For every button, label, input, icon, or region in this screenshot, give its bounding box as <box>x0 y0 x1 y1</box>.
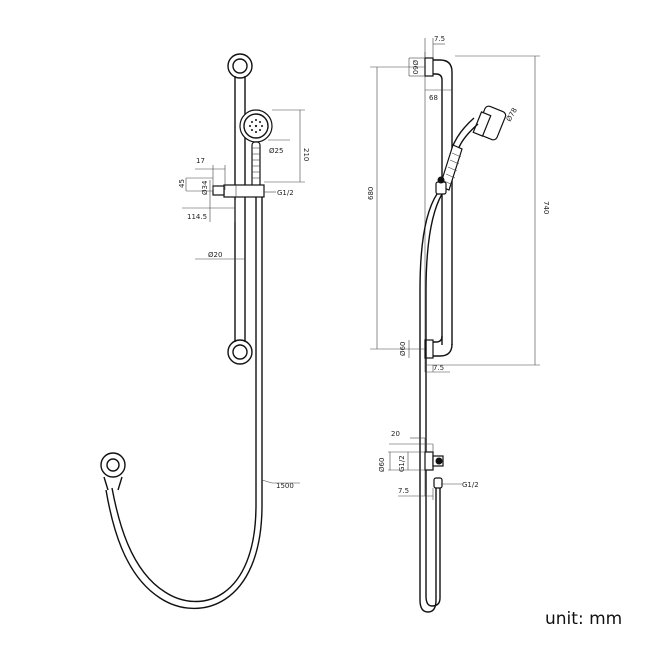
front-wall-outlet <box>100 452 126 491</box>
dim-h740: 740 <box>542 201 550 214</box>
dim-bottom-7-5: 7.5 <box>433 364 444 372</box>
dim-top-d60: Ø60 <box>411 60 419 74</box>
front-dimension-lines <box>182 109 305 484</box>
shower-hose <box>105 197 263 610</box>
dim-outlet-7-5: 7.5 <box>398 487 409 495</box>
slider-holder <box>212 184 265 198</box>
side-shower-head <box>451 105 507 151</box>
side-view: 7.5 Ø60 68 Ø78 680 740 Ø60 7.5 20 Ø60 G1… <box>367 35 550 613</box>
dim-h45: 45 <box>178 179 186 188</box>
side-bottom-bracket <box>424 335 453 359</box>
dim-w68: 68 <box>429 94 438 102</box>
side-shower-handle <box>439 144 463 191</box>
dim-d78: Ø78 <box>505 107 519 123</box>
top-wall-bracket <box>227 53 253 79</box>
dim-outlet-20: 20 <box>391 430 400 438</box>
dim-d25: Ø25 <box>269 147 283 155</box>
side-dimension-lines <box>370 38 540 500</box>
side-slider <box>435 176 447 195</box>
dim-hose-1500: 1500 <box>276 482 294 490</box>
dim-d34: Ø34 <box>201 180 209 195</box>
dim-h680: 680 <box>367 187 375 200</box>
dim-bottom-d60: Ø60 <box>399 342 407 356</box>
dim-outlet-d60: Ø60 <box>378 458 386 472</box>
dim-w17: 17 <box>196 157 205 165</box>
side-hose <box>419 193 443 613</box>
shower-handle <box>251 141 261 189</box>
side-top-bracket <box>424 57 453 345</box>
bottom-wall-bracket <box>227 339 253 365</box>
dim-outlet-g12-vertical: G1/2 <box>398 455 406 472</box>
front-view: Ø25 210 17 45 Ø34 G1/2 114.5 Ø20 1500 <box>100 53 310 610</box>
dim-w1145: 114.5 <box>187 213 207 221</box>
dim-h210: 210 <box>302 148 310 161</box>
dim-top-7-5: 7.5 <box>434 35 445 43</box>
hand-shower-head <box>239 109 273 143</box>
unit-label: unit: mm <box>545 609 622 629</box>
side-wall-outlet <box>424 438 444 496</box>
dim-g12-front: G1/2 <box>277 189 294 197</box>
dim-d20: Ø20 <box>208 251 222 259</box>
dim-outlet-g12: G1/2 <box>462 481 479 489</box>
